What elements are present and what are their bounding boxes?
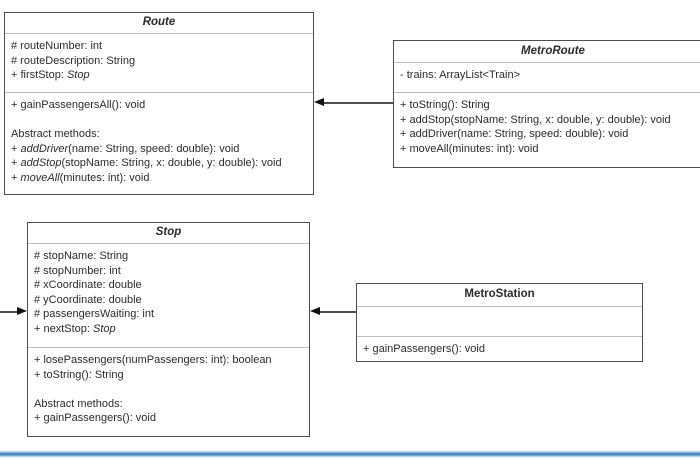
- uml-text-line: + gainPassengers(): void: [34, 412, 156, 424]
- uml-text-line: + losePassengers(numPassengers: int): bo…: [34, 354, 272, 366]
- uml-text-line: + addStop(stopName: String, x: double, y…: [11, 157, 282, 169]
- uml-text-line: + toString(): String: [400, 99, 490, 111]
- uml-text-line: + toString(): String: [34, 368, 124, 381]
- stop-methods-section: + losePassengers(numPassengers: int): bo…: [28, 348, 309, 435]
- arrowhead-right-icon: [17, 307, 27, 315]
- arrowhead-left-icon: [314, 98, 324, 106]
- uml-text-line: + gainPassengersAll(): void: [11, 99, 146, 111]
- uml-text-line: # stopName: String: [34, 250, 129, 262]
- uml-text-line: # xCoordinate: double: [34, 279, 142, 291]
- class-title-route: Route: [5, 13, 313, 34]
- uml-text-line: + addDriver(name: String, speed: double)…: [11, 142, 240, 155]
- arrow-shaft: [317, 311, 356, 313]
- uml-text-line: + moveAll(minutes: int): void: [11, 171, 150, 184]
- uml-text-line: + addDriver(name: String, speed: double)…: [400, 128, 629, 140]
- uml-text-line: + moveAll(minutes: int): void: [400, 142, 539, 155]
- class-box-metroroute: MetroRoute - trains: ArrayList<Train> + …: [393, 40, 700, 168]
- class-box-route: Route # routeNumber: int # routeDescripti…: [4, 12, 314, 195]
- uml-text-line: # stopNumber: int: [34, 264, 121, 277]
- class-title-stop: Stop: [28, 223, 309, 244]
- arrowhead-left-icon: [310, 307, 320, 315]
- metroroute-methods-section: + toString(): String + addStop(stopName: …: [394, 93, 700, 166]
- uml-text-line: # passengersWaiting: int: [34, 308, 155, 320]
- arrow-shaft: [0, 311, 19, 313]
- uml-text-line: # routeNumber: int: [11, 40, 103, 52]
- route-attributes-section: # routeNumber: int # routeDescription: St…: [5, 34, 313, 93]
- uml-text-line: [11, 113, 307, 128]
- class-box-stop: Stop # stopName: String # stopNumber: int…: [27, 222, 310, 437]
- uml-text-line: # yCoordinate: double: [34, 293, 142, 306]
- class-box-metrostation: MetroStation + gainPassengers(): void: [356, 283, 643, 362]
- uml-text-line: + addStop(stopName: String, x: double, y…: [400, 113, 671, 126]
- uml-text-line: [34, 382, 303, 397]
- metrostation-attributes-section: [357, 307, 642, 337]
- class-title-metrostation: MetroStation: [357, 284, 642, 307]
- uml-text-line: # routeDescription: String: [11, 54, 136, 67]
- uml-text-line: + firstStop: Stop: [11, 69, 90, 81]
- class-title-metroroute: MetroRoute: [394, 41, 700, 63]
- uml-text-line: + nextStop: Stop: [34, 322, 116, 335]
- metrostation-methods-section: + gainPassengers(): void: [357, 337, 642, 360]
- route-methods-section: + gainPassengersAll(): void Abstract met…: [5, 93, 313, 194]
- uml-text-line: - trains: ArrayList<Train>: [400, 69, 521, 81]
- uml-text-line: + gainPassengers(): void: [363, 343, 485, 355]
- arrow-shaft: [321, 102, 393, 104]
- bottom-blue-divider: [0, 450, 700, 458]
- uml-text-line: Abstract methods:: [34, 397, 123, 410]
- uml-text-line: Abstract methods:: [11, 128, 100, 140]
- stop-attributes-section: # stopName: String # stopNumber: int # xCo…: [28, 244, 309, 348]
- metroroute-attributes-section: - trains: ArrayList<Train>: [394, 63, 700, 93]
